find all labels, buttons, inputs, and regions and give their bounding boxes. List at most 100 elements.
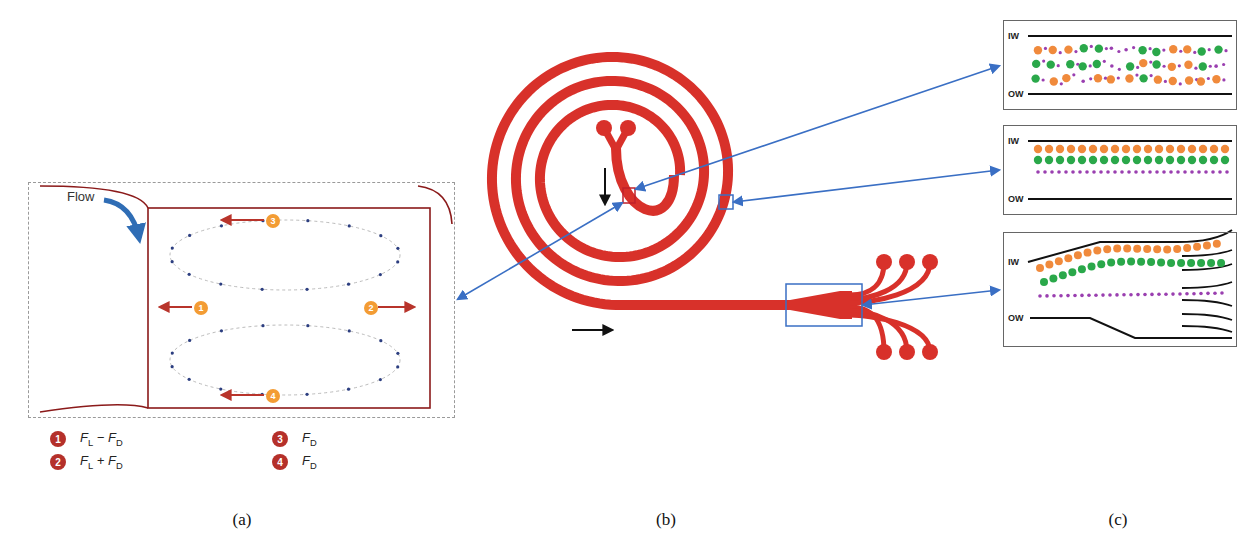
outlet-wall xyxy=(1182,326,1232,332)
force-arrow xyxy=(222,219,264,221)
particle xyxy=(1199,156,1207,164)
particle xyxy=(1117,258,1125,266)
outlet-expansion xyxy=(790,291,852,319)
particle xyxy=(1178,64,1181,67)
particle xyxy=(1132,46,1135,49)
inlet-port xyxy=(596,120,612,136)
particle xyxy=(1034,145,1042,153)
particle xyxy=(1122,156,1130,164)
channel-wall xyxy=(418,186,452,224)
outlet-port xyxy=(922,344,938,360)
channel-wall xyxy=(40,405,148,412)
force-legend-item: 2FL + FD xyxy=(50,453,123,471)
particle xyxy=(1127,170,1131,174)
particle xyxy=(1134,170,1138,174)
particle-dot xyxy=(188,339,191,342)
particle xyxy=(1152,60,1160,68)
particle xyxy=(1093,60,1101,68)
particle xyxy=(1032,60,1040,68)
particle xyxy=(1078,156,1086,164)
particle xyxy=(1169,45,1177,53)
particle xyxy=(1133,145,1141,153)
dean-vortex xyxy=(170,220,400,290)
particle xyxy=(1157,259,1165,267)
particle xyxy=(1148,170,1152,174)
particle-dot xyxy=(220,329,223,332)
particle xyxy=(1184,61,1192,69)
particle xyxy=(1185,76,1193,84)
particle-dot xyxy=(396,352,399,355)
particle xyxy=(1199,145,1207,153)
particle xyxy=(1190,170,1194,174)
particle xyxy=(1177,156,1185,164)
callout-number: 4 xyxy=(266,389,280,403)
particle xyxy=(1111,145,1119,153)
flow-arrow xyxy=(104,200,139,238)
particle xyxy=(1187,259,1195,267)
particle xyxy=(1122,145,1130,153)
particle xyxy=(1060,82,1063,85)
particle xyxy=(1084,249,1092,257)
particle xyxy=(1074,50,1077,53)
particle xyxy=(1042,59,1045,62)
particle xyxy=(1183,244,1191,252)
panel-label: (a) xyxy=(233,510,252,530)
particle xyxy=(1043,170,1047,174)
particle xyxy=(1179,82,1182,85)
particle xyxy=(1222,63,1225,66)
particle xyxy=(1173,245,1181,253)
particle xyxy=(1221,156,1229,164)
particle xyxy=(1087,294,1091,298)
particle-dot xyxy=(348,329,351,332)
particle xyxy=(1197,77,1205,85)
particle xyxy=(1225,170,1229,174)
distribution-panel: IWOW xyxy=(1003,125,1237,215)
particle-dot xyxy=(379,234,382,237)
particle xyxy=(1064,45,1072,53)
particle xyxy=(1222,78,1225,81)
particle xyxy=(1143,245,1151,253)
particle xyxy=(1110,64,1114,68)
direction-arrow xyxy=(604,168,606,204)
particle-dot xyxy=(379,339,382,342)
panel-label: (b) xyxy=(656,510,676,530)
particle xyxy=(1089,64,1092,67)
particle xyxy=(1073,294,1077,298)
channel-wall xyxy=(1028,230,1232,262)
particle xyxy=(1113,245,1121,253)
particle-dot xyxy=(220,224,223,227)
particle xyxy=(1207,259,1215,267)
guide xyxy=(1040,243,1222,268)
particle xyxy=(1078,145,1086,153)
force-legend-item: 3FD xyxy=(272,430,317,448)
zoom-arrow xyxy=(458,203,622,299)
particle xyxy=(1207,77,1210,80)
particle-dot xyxy=(396,260,399,263)
particle-dot xyxy=(171,365,174,368)
outlet-wall xyxy=(1182,282,1232,288)
particle xyxy=(1185,292,1189,296)
particle xyxy=(1067,145,1075,153)
particle xyxy=(1059,271,1067,279)
particle xyxy=(1133,245,1141,253)
particle xyxy=(1197,170,1201,174)
zoom-marker xyxy=(786,284,862,326)
particle xyxy=(1157,293,1161,297)
particle xyxy=(1107,259,1115,267)
particle-dot xyxy=(306,324,309,327)
particle xyxy=(1100,145,1108,153)
callout-number: 1 xyxy=(198,304,203,313)
particle xyxy=(1067,156,1075,164)
particle xyxy=(1139,74,1147,82)
particle xyxy=(1177,259,1185,267)
particle xyxy=(1034,156,1042,164)
distribution-panel: IWOW xyxy=(1003,20,1237,110)
particle xyxy=(1057,64,1060,67)
particle xyxy=(1066,294,1070,298)
panel-c-art xyxy=(1028,36,1232,338)
particle xyxy=(1133,156,1141,164)
force-formula: FL + FD xyxy=(80,453,123,471)
callout-number: 2 xyxy=(368,304,373,313)
particle-dot xyxy=(188,378,191,381)
particle xyxy=(1056,145,1064,153)
